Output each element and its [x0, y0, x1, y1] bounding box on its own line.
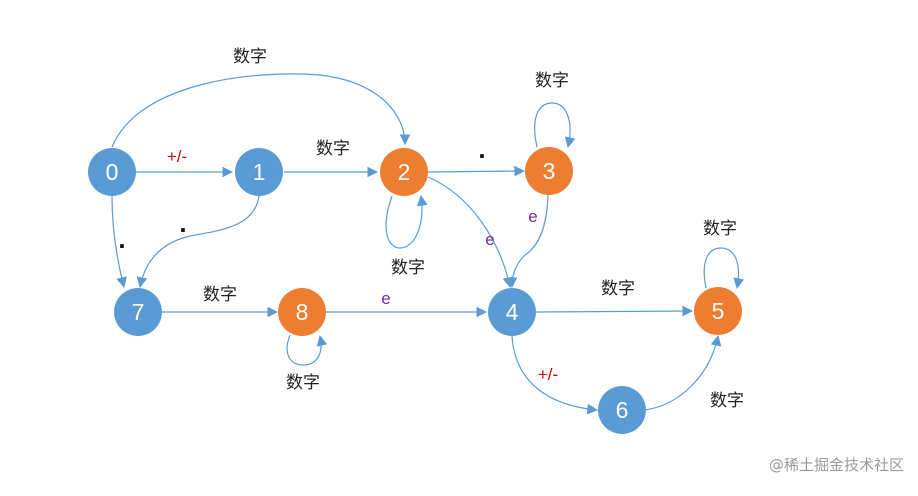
- edge-6-5: [644, 334, 722, 411]
- label-2-self-digit: 数字: [391, 258, 425, 278]
- label-2-4-e: e: [485, 230, 494, 249]
- edge-4-6: [511, 335, 599, 415]
- label-5-self-digit: 数字: [703, 219, 737, 239]
- state-3-label: 3: [543, 158, 556, 184]
- state-4: 4: [488, 288, 536, 336]
- state-4-label: 4: [506, 299, 519, 325]
- label-6-5-digit: 数字: [710, 391, 744, 411]
- label-0-1-sign: +/-: [167, 147, 187, 166]
- state-6: 6: [598, 386, 646, 434]
- label-3-self-digit: 数字: [535, 71, 569, 91]
- state-7-label: 7: [132, 299, 145, 325]
- edge-1-7: [136, 195, 260, 289]
- edge-3-self: [534, 102, 576, 149]
- state-6-label: 6: [616, 397, 629, 423]
- label-0-2-digit: 数字: [233, 47, 267, 67]
- state-8: 8: [278, 288, 326, 336]
- state-7: 7: [114, 288, 162, 336]
- label-3-4-e: e: [528, 207, 537, 226]
- label-1-7-dot: .: [179, 208, 186, 238]
- label-2-3-dot: .: [478, 134, 485, 164]
- state-5: 5: [694, 287, 742, 335]
- label-0-7-dot: .: [118, 224, 125, 254]
- edge-2-3: [427, 165, 526, 177]
- edge-8-self: [286, 334, 328, 366]
- state-0-label: 0: [106, 159, 119, 185]
- state-8-label: 8: [296, 299, 309, 325]
- state-5-label: 5: [712, 298, 725, 324]
- label-4-5-digit: 数字: [601, 279, 635, 299]
- edge-0-7: [111, 195, 127, 289]
- state-2: 2: [380, 148, 428, 196]
- label-8-self-digit: 数字: [286, 373, 320, 393]
- state-0: 0: [88, 148, 136, 196]
- edge-2-4: [427, 176, 514, 289]
- label-4-6-sign: +/-: [538, 365, 558, 384]
- edge-3-4: [506, 194, 549, 289]
- edge-2-self: [385, 194, 428, 249]
- label-1-2-digit: 数字: [316, 139, 350, 159]
- state-1: 1: [235, 148, 283, 196]
- state-3: 3: [525, 147, 573, 195]
- state-1-label: 1: [253, 159, 266, 185]
- label-8-4-e: e: [381, 289, 390, 308]
- edge-0-2: [111, 73, 411, 148]
- label-7-8-digit: 数字: [203, 285, 237, 305]
- state-2-label: 2: [398, 159, 411, 185]
- edge-4-5: [535, 305, 694, 317]
- watermark-text: @稀土掘金技术社区: [769, 456, 904, 474]
- edge-5-self: [703, 247, 745, 290]
